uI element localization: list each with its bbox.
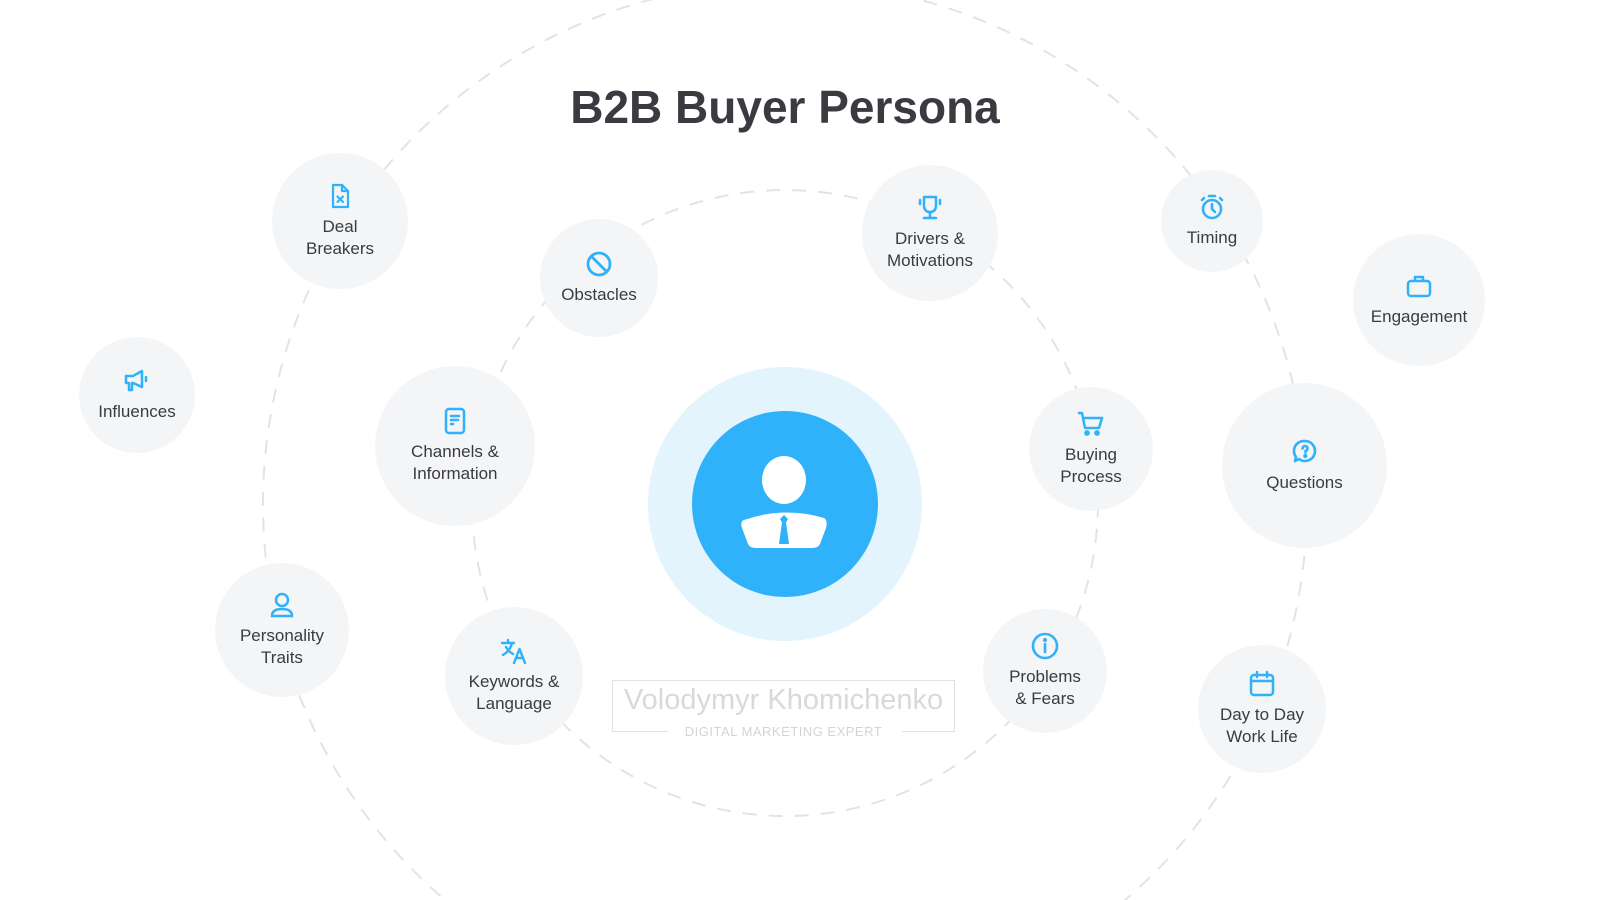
node-label: Questions	[1266, 472, 1343, 492]
node-day-to-day-work-life[interactable]: Day to Day Work Life	[1198, 645, 1326, 773]
prohibited-icon	[586, 251, 612, 277]
node-label: Deal Breakers	[305, 217, 375, 258]
shopping-cart-icon	[1077, 411, 1104, 436]
node-label: Channels & Information	[411, 442, 499, 483]
node-influences[interactable]: Influences	[79, 337, 195, 453]
node-personality-traits[interactable]: Personality Traits	[215, 563, 349, 697]
node-label: Day to Day Work Life	[1219, 705, 1305, 746]
user-icon	[270, 592, 294, 618]
question-bubble-icon	[1292, 439, 1316, 462]
node-channels-information[interactable]: Channels & Information	[375, 366, 535, 526]
trophy-icon	[918, 195, 942, 220]
watermark-name: Volodymyr Khomichenko	[623, 684, 944, 716]
watermark-box: Volodymyr Khomichenko	[612, 680, 955, 732]
node-label: Drivers & Motivations	[887, 229, 973, 270]
node-drivers-motivations[interactable]: Drivers & Motivations	[862, 165, 998, 301]
watermark-rule-right	[902, 731, 955, 732]
node-deal-breakers[interactable]: Deal Breakers	[272, 153, 408, 289]
calendar-icon	[1249, 670, 1275, 697]
file-x-icon	[331, 183, 350, 209]
persona-avatar[interactable]	[692, 411, 878, 597]
node-label: Obstacles	[561, 285, 637, 304]
node-problems-fears[interactable]: Problems & Fears	[983, 609, 1107, 733]
businessman-avatar-icon	[741, 456, 827, 548]
node-label: Timing	[1186, 228, 1238, 247]
node-label: Buying Process	[1060, 445, 1122, 486]
node-obstacles[interactable]: Obstacles	[540, 219, 658, 337]
briefcase-icon	[1406, 275, 1432, 298]
watermark-subtitle: DIGITAL MARKETING EXPERT	[684, 724, 883, 739]
node-engagement[interactable]: Engagement	[1353, 234, 1485, 366]
node-label: Influences	[98, 402, 176, 421]
page-title: B2B Buyer Persona	[570, 81, 1000, 133]
translate-icon	[500, 638, 527, 665]
megaphone-icon	[124, 369, 148, 392]
node-buying-process[interactable]: Buying Process	[1029, 387, 1153, 511]
watermark-rule-left	[612, 731, 668, 732]
document-icon	[444, 407, 466, 435]
node-label: Problems & Fears	[1009, 667, 1081, 708]
node-questions[interactable]: Questions	[1222, 383, 1387, 548]
node-label: Engagement	[1370, 307, 1468, 326]
node-timing[interactable]: Timing	[1161, 170, 1263, 272]
info-icon	[1031, 632, 1059, 660]
node-label: Personality Traits	[239, 626, 325, 667]
stopwatch-icon	[1200, 194, 1224, 220]
node-keywords-language[interactable]: Keywords & Language	[445, 607, 583, 745]
node-label: Keywords & Language	[468, 672, 560, 713]
